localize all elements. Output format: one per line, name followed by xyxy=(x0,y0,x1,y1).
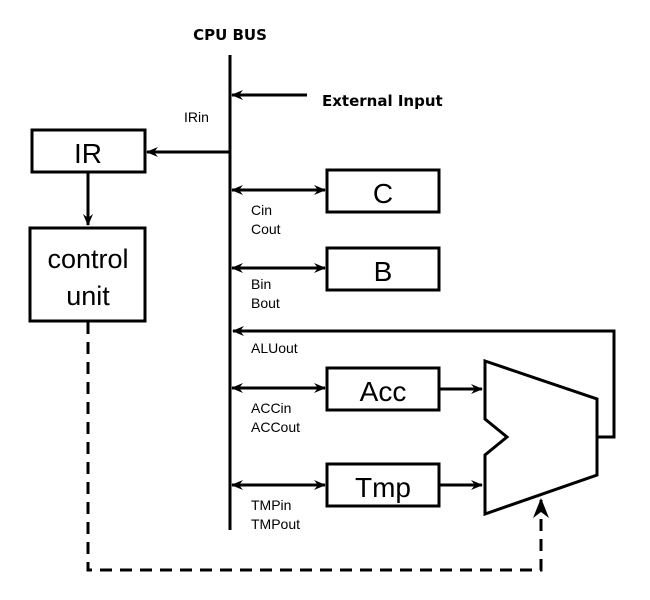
control-signal-arrowhead xyxy=(533,498,549,518)
cout-label: Cout xyxy=(251,221,281,237)
b-register xyxy=(325,246,441,292)
c-label: C xyxy=(373,178,393,209)
alu-shape xyxy=(483,358,599,517)
control-signal-dashed-line xyxy=(86,322,543,572)
acc-label: Acc xyxy=(360,376,407,407)
b-label: B xyxy=(374,256,393,287)
tmpin-label: TMPin xyxy=(251,497,291,513)
accin-label: ACCin xyxy=(251,400,291,416)
bout-label: Bout xyxy=(251,295,280,311)
irin-label: IRin xyxy=(184,109,209,125)
c-register xyxy=(325,168,441,214)
cpu-bus-title: CPU BUS xyxy=(193,26,267,44)
bin-label: Bin xyxy=(251,276,271,292)
tmp-label: Tmp xyxy=(355,472,411,503)
cin-label: Cin xyxy=(251,202,272,218)
tmp-register xyxy=(325,462,441,508)
ir-register xyxy=(30,128,147,174)
external-input-label: External Input xyxy=(322,92,443,110)
control-unit-label-line1: control xyxy=(47,244,128,274)
accout-label: ACCout xyxy=(251,419,300,435)
control-unit-label-line2: unit xyxy=(66,281,110,311)
control-unit xyxy=(28,226,147,323)
aluout-label: ALUout xyxy=(251,340,298,356)
tmpout-label: TMPout xyxy=(251,516,300,532)
aluout-feedback-arrow xyxy=(232,326,616,439)
ir-label: IR xyxy=(74,138,102,169)
